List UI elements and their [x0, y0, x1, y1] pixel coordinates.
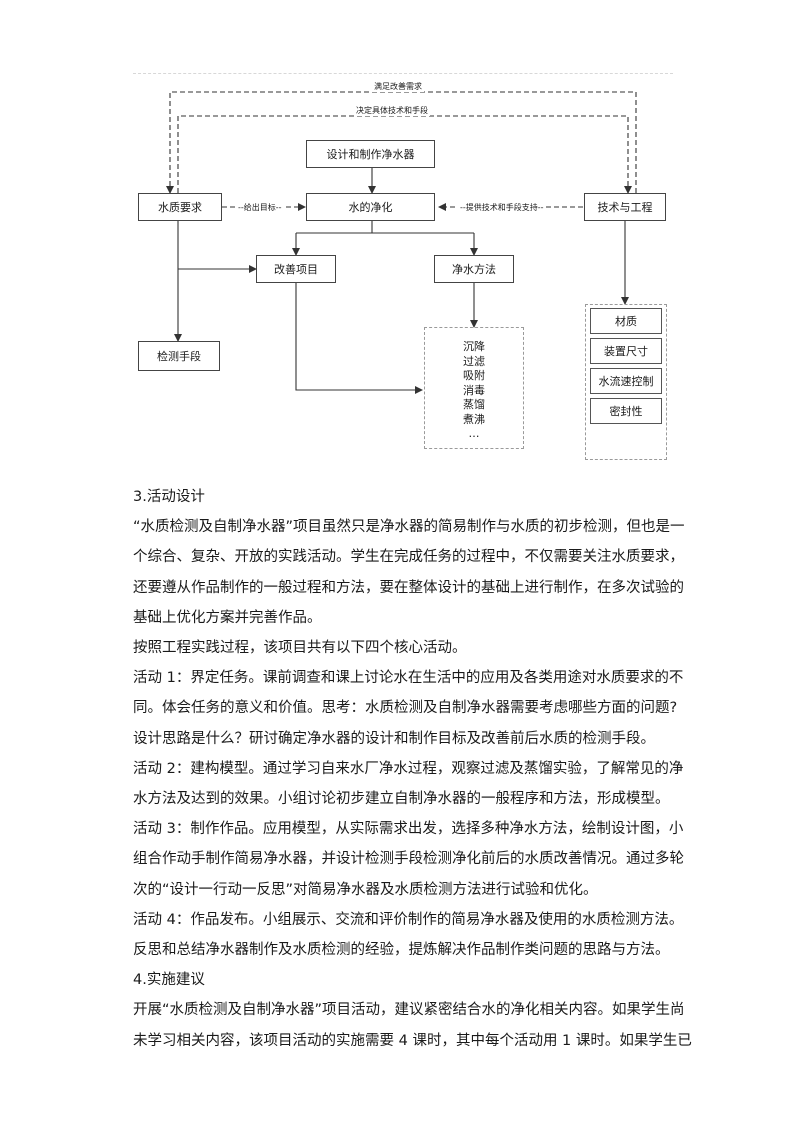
paragraph-line: 设计思路是什么？研讨确定净水器的设计和制作目标及改善前后水质的检测手段。 — [133, 730, 655, 747]
method-item: 沉降 — [463, 340, 485, 353]
box-detection-means: 检测手段 — [138, 341, 220, 371]
box-tech-engineering: 技术与工程 — [584, 193, 666, 221]
section-heading: 4.实施建议 — [133, 972, 205, 989]
paragraph-line: 还要遵从作品制作的一般过程和方法，要在整体设计的基础上进行制作，在多次试验的 — [133, 579, 684, 596]
method-item: 煮沸 — [463, 412, 485, 426]
box-design-make: 设计和制作净水器 — [306, 140, 435, 168]
paragraph-line: 开展“水质检测及自制净水器”项目活动，建议紧密结合水的净化相关内容。如果学生尚 — [133, 1002, 685, 1019]
body-text: 3.活动设计 “水质检测及自制净水器”项目虽然只是净水器的简易制作与水质的初步检… — [133, 482, 692, 1056]
box-improve-project: 改善项目 — [256, 255, 336, 283]
paragraph-line: 活动 1：界定任务。课前调查和课上讨论水在生活中的应用及各类用途对水质要求的不 — [133, 670, 684, 687]
paragraph-line: 活动 3：制作作品。应用模型，从实际需求出发，选择多种净水方法，绘制设计图，小 — [133, 821, 684, 838]
paragraph-line: 反思和总结净水器制作及水质检测的经验，提炼解决作品制作类问题的思路与方法。 — [133, 942, 670, 959]
methods-group — [424, 327, 524, 449]
tech-item-size: 装置尺寸 — [590, 338, 662, 364]
paragraph-line: 水方法及达到的效果。小组讨论初步建立自制净水器的一般程序和方法，形成模型。 — [133, 791, 670, 808]
label-meet-needs: 满足改善需求 — [372, 81, 424, 92]
method-item: 过滤 — [463, 354, 485, 368]
method-item: … — [468, 427, 480, 440]
box-purify-method: 净水方法 — [434, 255, 514, 283]
paragraph-line: 未学习相关内容，该项目活动的实施需要 4 课时，其中每个活动用 1 课时。如果学… — [133, 1032, 692, 1049]
tech-items-group — [585, 304, 667, 460]
paragraph-line: 活动 2：建构模型。通过学习自来水厂净水过程，观察过滤及蒸馏实验，了解常见的净 — [133, 760, 684, 777]
paragraph-line: 活动 4：作品发布。小组展示、交流和评价制作的简易净水器及使用的水质检测方法。 — [133, 911, 684, 928]
label-give-goal: --给出目标-- — [236, 202, 284, 213]
label-provide-support: --提供技术和手段支持-- — [458, 202, 546, 213]
method-item: 吸附 — [463, 369, 485, 382]
method-item: 蒸馏 — [463, 398, 485, 411]
section-heading: 3.活动设计 — [133, 489, 205, 505]
paragraph-line: 个综合、复杂、开放的实践活动。学生在完成任务的过程中，不仅需要关注水质要求， — [133, 549, 684, 566]
box-water-quality: 水质要求 — [138, 193, 222, 221]
paragraph-line: 次的“设计一行动一反思”对简易净水器及水质检测方法进行试验和优化。 — [133, 881, 598, 898]
tech-item-sealing: 密封性 — [590, 398, 662, 424]
box-water-purification: 水的净化 — [306, 193, 435, 221]
paragraph-line: 组合作动手制作简易净水器，并设计检测手段检测净化前后的水质改善情况。通过多轮 — [133, 851, 684, 868]
tech-item-material: 材质 — [590, 308, 662, 334]
paragraph-line: 同。体会任务的意义和价值。思考：水质检测及自制净水器需要考虑哪些方面的问题? — [133, 700, 678, 717]
paragraph-line: “水质检测及自制净水器”项目虽然只是净水器的简易制作与水质的初步检测，但也是一 — [133, 519, 685, 536]
paragraph-line: 按照工程实践过程，该项目共有以下四个核心活动。 — [133, 640, 467, 657]
method-item: 消毒 — [463, 383, 485, 397]
flow-connectors — [166, 91, 637, 394]
paragraph-line: 基础上优化方案并完善作品。 — [133, 609, 322, 626]
label-decide-tech: 决定具体技术和手段 — [354, 105, 430, 116]
methods-list: 沉降 过滤 吸附 消毒 蒸馏 煮沸 … — [424, 340, 524, 442]
tech-item-flow-control: 水流速控制 — [590, 368, 662, 394]
header-rule — [133, 73, 673, 74]
